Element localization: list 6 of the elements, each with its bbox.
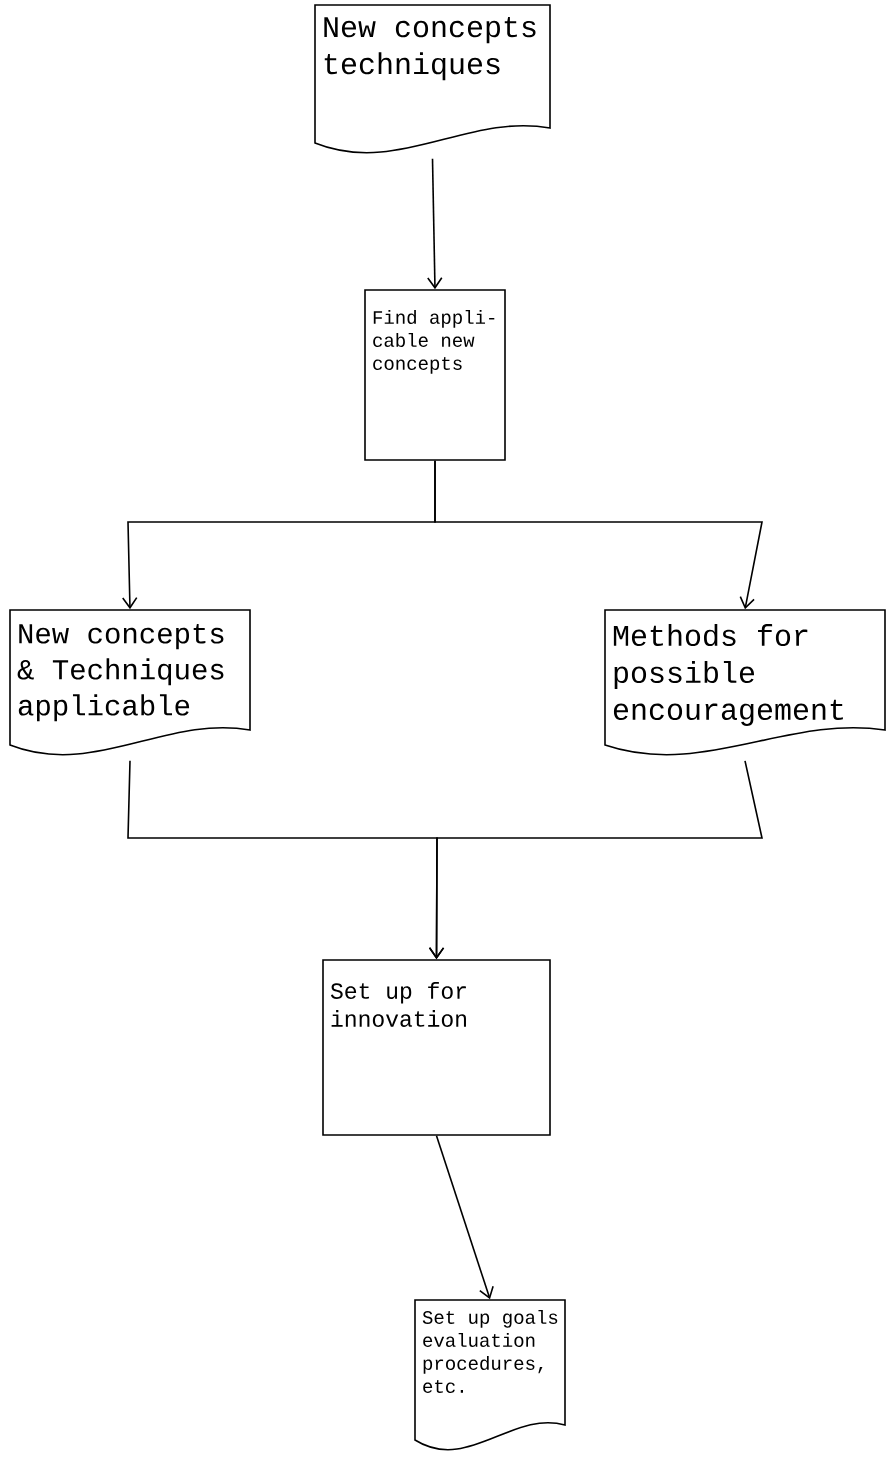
process-box: Set up for innovation [322, 959, 551, 1136]
arrow [434, 460, 763, 610]
arrow [428, 760, 763, 960]
arrow [435, 1135, 494, 1300]
process-box: Find appli- cable new concepts [364, 289, 506, 461]
arrow [426, 158, 443, 290]
